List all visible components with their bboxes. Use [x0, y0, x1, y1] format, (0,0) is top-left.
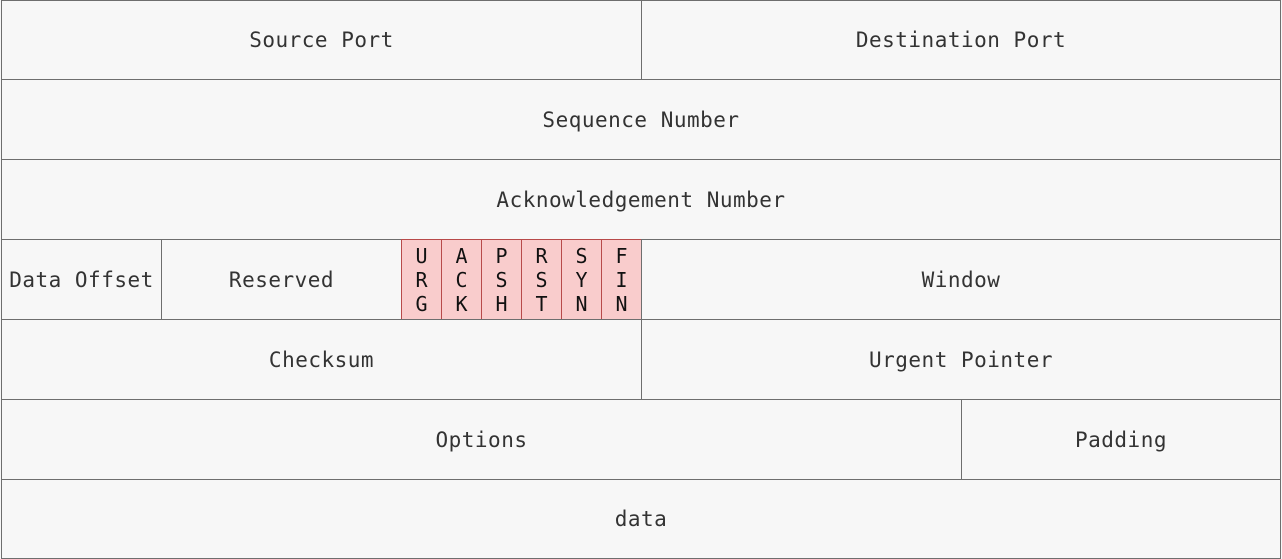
flag-syn: S Y N	[561, 239, 602, 320]
flag-urg: U R G	[401, 239, 442, 320]
field-label: Checksum	[268, 347, 375, 372]
flag-letter: A	[455, 243, 468, 268]
field-label: Reserved	[228, 267, 335, 292]
flag-letter: I	[615, 267, 628, 292]
field-label: Acknowledgement Number	[496, 187, 786, 212]
field-urgent-pointer: Urgent Pointer	[641, 319, 1281, 400]
field-padding: Padding	[961, 399, 1281, 480]
field-destination-port: Destination Port	[641, 0, 1281, 80]
flag-letter: S	[495, 267, 508, 292]
field-acknowledgement-number: Acknowledgement Number	[1, 159, 1281, 240]
flag-letter: S	[535, 267, 548, 292]
flag-letter: F	[615, 243, 628, 268]
flag-rst: R S T	[521, 239, 562, 320]
flag-letter: N	[615, 291, 628, 316]
flag-letter: N	[575, 291, 588, 316]
flag-letter: Y	[575, 267, 588, 292]
field-label: Urgent Pointer	[868, 347, 1053, 372]
field-sequence-number: Sequence Number	[1, 79, 1281, 160]
flag-fin: F I N	[601, 239, 642, 320]
flag-letter: S	[575, 243, 588, 268]
field-options: Options	[1, 399, 962, 480]
flag-letter: T	[535, 291, 548, 316]
flag-ack: A C K	[441, 239, 482, 320]
field-label: Padding	[1074, 427, 1167, 452]
flag-letter: H	[495, 291, 508, 316]
flag-letter: R	[415, 267, 428, 292]
flag-letter: R	[535, 243, 548, 268]
field-label: Options	[435, 427, 528, 452]
field-label: Data Offset	[9, 267, 154, 292]
field-reserved: Reserved	[161, 239, 402, 320]
field-label: Window	[921, 267, 1001, 292]
flag-letter: P	[495, 243, 508, 268]
flag-letter: G	[415, 291, 428, 316]
field-label: data	[614, 507, 668, 531]
field-label: Sequence Number	[542, 107, 740, 132]
field-data-offset: Data Offset	[1, 239, 162, 320]
field-data: data	[1, 479, 1281, 559]
flag-psh: P S H	[481, 239, 522, 320]
flag-letter: C	[455, 267, 468, 292]
field-source-port: Source Port	[1, 0, 642, 80]
field-label: Source Port	[249, 28, 394, 52]
flag-letter: K	[455, 291, 468, 316]
field-window: Window	[641, 239, 1281, 320]
field-label: Destination Port	[855, 28, 1067, 52]
flag-letter: U	[415, 243, 428, 268]
field-checksum: Checksum	[1, 319, 642, 400]
